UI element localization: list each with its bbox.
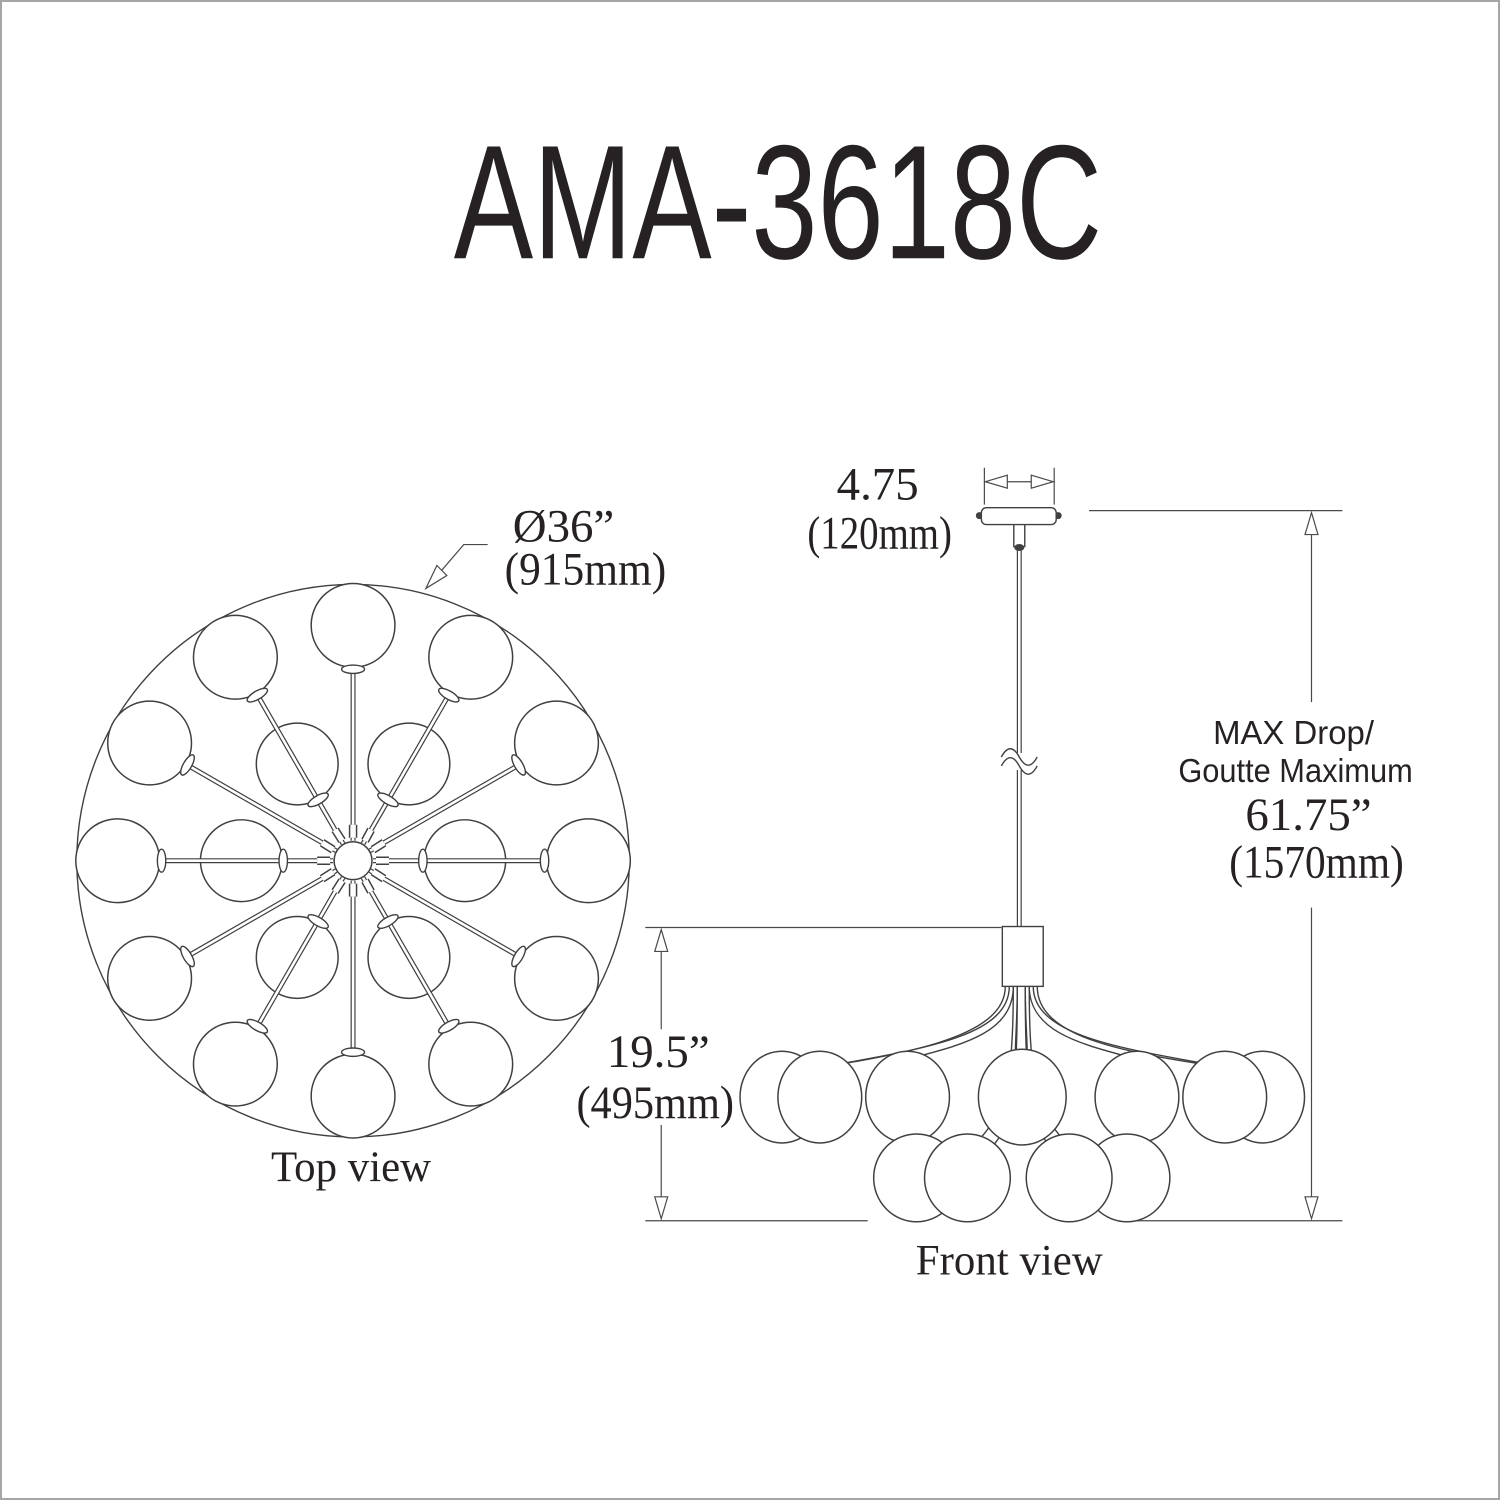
sphere [310,582,396,668]
top-view-diameter-inches: Ø36” [513,501,614,553]
sphere [777,1050,863,1144]
front-view-label: Front view [916,1238,1103,1285]
max-drop-dimension [1304,510,1319,1221]
max-drop-mm: (1570mm) [1229,837,1404,889]
stem-joint [1014,544,1025,552]
sphere [513,935,600,1022]
sphere [1182,1050,1268,1144]
sphere [75,818,161,904]
sphere [428,1021,514,1107]
max-drop-inches: 61.75” [1245,789,1371,841]
body-height-mm: (495mm) [576,1077,734,1129]
front-view-lower-globes [872,1133,1171,1223]
sphere [192,614,279,700]
top-view-label: Top view [271,1144,431,1191]
sphere [428,614,514,700]
model-number-title: AMA-3618C [454,112,1102,293]
front-view-dimensions [645,467,1343,1222]
canopy-width-dimension [983,467,1056,505]
sphere [545,818,632,904]
sphere [1094,1050,1180,1144]
top-view-drawing: Ø36” (915mm) Top view [75,501,667,1191]
sphere [310,1053,396,1139]
top-view-outer-spheres [75,582,632,1139]
front-view-upper-globes [739,1048,1306,1146]
stem-break-symbol [1000,748,1038,775]
top-view-sockets [156,664,550,1058]
sphere [864,1050,951,1144]
top-view-center-hub [333,841,373,881]
sphere [977,1048,1067,1146]
body-height-dimension [645,926,1002,1221]
diameter-leader-arrow [424,543,488,591]
max-drop-label-en: MAX Drop/ [1213,714,1375,751]
sphere [1025,1133,1113,1223]
sphere [192,1021,279,1107]
hanging-stem [1000,522,1038,930]
stem-upper-segment [1013,522,1026,548]
sphere [106,700,193,786]
canopy-width-mm: (120mm) [807,508,952,560]
max-drop-label-fr: Goutte Maximum [1178,752,1412,789]
front-view-drawing [739,506,1306,1223]
sphere [106,935,193,1022]
canopy-width-inches: 4.75 [837,459,919,511]
canopy-body [980,506,1057,526]
dimension-texts: 4.75 (120mm) MAX Drop/ Goutte Maximum 61… [576,459,1412,1285]
top-view-arms [159,667,547,1055]
sphere [923,1133,1012,1223]
body-height-inches: 19.5” [607,1026,710,1078]
top-view-diameter-mm: (915mm) [505,543,667,595]
front-view-body-hub [1001,925,1044,988]
sphere [513,700,600,786]
ceiling-canopy [975,506,1062,526]
